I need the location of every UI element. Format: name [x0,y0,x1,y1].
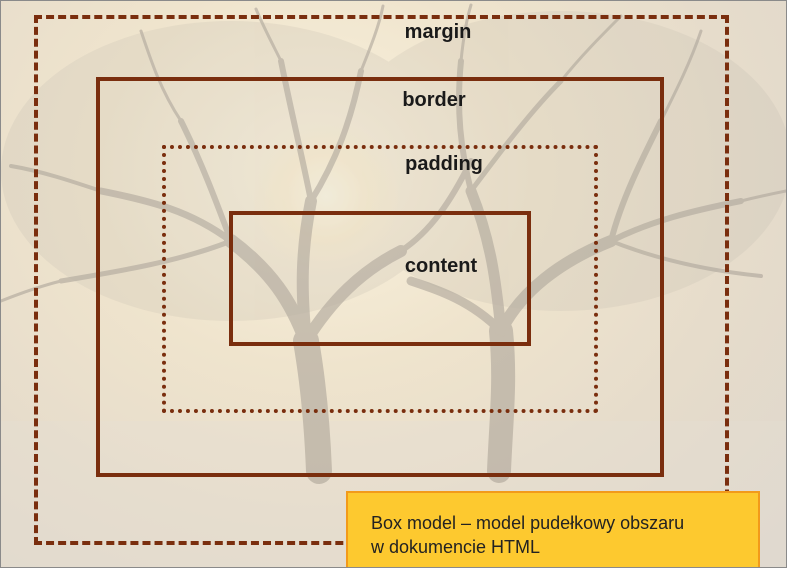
caption-box: Box model – model pudełkowy obszaru w do… [346,491,760,567]
padding-label: padding [405,153,483,175]
content-box [229,211,531,346]
padding-box [162,145,598,413]
caption-line-1: Box model – model pudełkowy obszaru [371,513,685,533]
border-label: border [402,89,466,111]
content-label: content [404,255,478,277]
margin-label: margin [404,21,472,43]
caption-line-2: w dokumencie HTML [371,537,541,557]
border-box [96,77,664,477]
